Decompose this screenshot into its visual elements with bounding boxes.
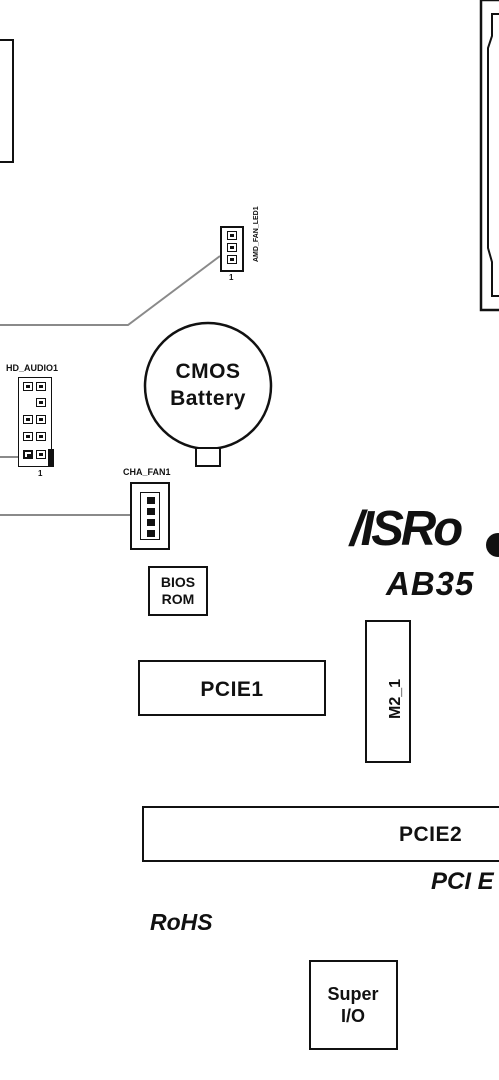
bios-rom-label-line1: BIOS [160, 574, 196, 590]
cha-fan-pin [147, 508, 155, 515]
pcie2-label: PCIE2 [399, 823, 463, 846]
cmos-battery-tab [195, 447, 221, 467]
hd-audio-pin [36, 398, 46, 407]
top-left-component-outline [0, 39, 14, 163]
amd-fan-led-pin1-label: 1 [229, 273, 234, 282]
hd-audio-pin [23, 450, 33, 459]
bios-rom-chip: BIOS ROM [148, 566, 208, 616]
cha-fan-inner [140, 492, 160, 540]
amd-fan-led-label: AMD_FAN_LED1 [253, 206, 260, 262]
hd-audio-key [48, 449, 54, 467]
hd-audio-pin [36, 415, 46, 424]
hd-audio-pin [23, 415, 33, 424]
super-io-label-line1: Super [327, 984, 379, 1004]
super-io-chip: Super I/O [309, 960, 398, 1050]
cha-fan-pin [147, 530, 155, 537]
amd-fan-led-pin [227, 231, 237, 240]
hd-audio-pin [36, 450, 46, 459]
pcie1-label: PCIE1 [200, 678, 264, 701]
brand-logo: /ISRo [350, 502, 463, 556]
cha-fan-label: CHA_FAN1 [123, 467, 171, 477]
hd-audio-pin [23, 382, 33, 391]
pcie2-slot-outline [142, 806, 499, 862]
rohs-label: RoHS [150, 909, 213, 935]
brand-logo-o [486, 533, 499, 557]
cmos-battery-label-line2: Battery [170, 387, 246, 410]
amd-fan-led-header [220, 226, 244, 272]
cha-fan-header [130, 482, 170, 550]
m2-slot-label: M2_1 [387, 678, 404, 719]
amd-fan-led-pin [227, 243, 237, 252]
bios-rom-label-line2: ROM [161, 591, 195, 607]
pcie-partial-label: PCI E [431, 868, 494, 895]
hd-audio-label: HD_AUDIO1 [6, 363, 59, 373]
hd-audio-pin [36, 432, 46, 441]
cha-fan-pin [147, 519, 155, 526]
pcie1-slot: PCIE1 [138, 660, 326, 716]
hd-audio-pin [36, 382, 46, 391]
hd-audio-header [18, 377, 52, 467]
hd-audio-pin [23, 432, 33, 441]
hd-audio-pin1-label: 1 [38, 469, 43, 478]
amd-fan-led-pin [227, 255, 237, 264]
m2-slot [365, 620, 411, 763]
cmos-battery-circle [143, 321, 273, 451]
cmos-battery-label-line1: CMOS [175, 360, 241, 383]
board-model: AB35 [386, 565, 475, 602]
super-io-label-line2: I/O [340, 1006, 365, 1026]
cha-fan-pin [147, 497, 155, 504]
top-right-component-inner [487, 13, 499, 297]
amd-fan-led-leader-line [0, 255, 221, 326]
top-right-component-outline [479, 0, 499, 312]
